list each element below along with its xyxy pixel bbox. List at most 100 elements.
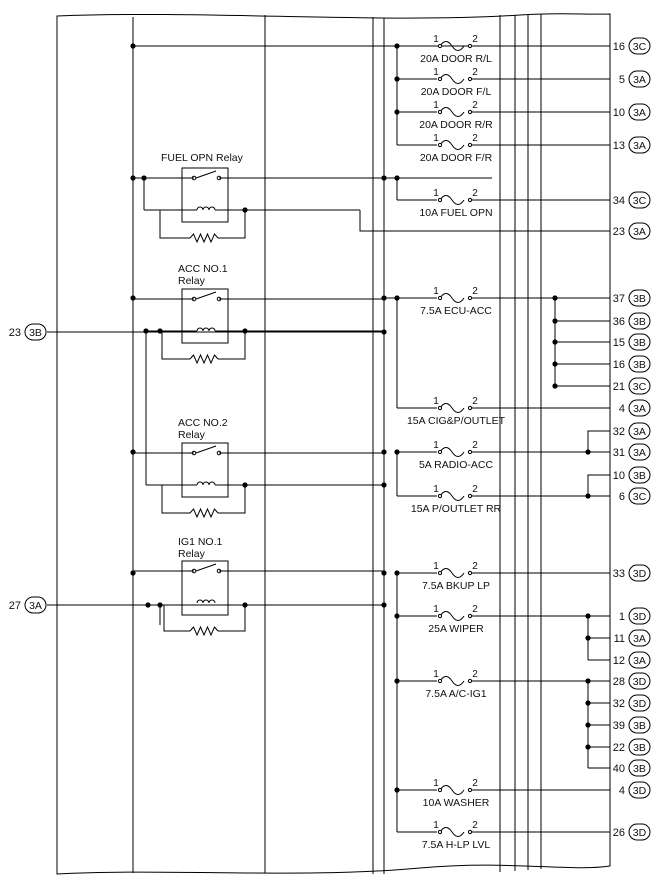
- junction-dot: [130, 449, 136, 455]
- fuse-element: [439, 611, 465, 621]
- terminal-number: 32: [613, 698, 625, 710]
- terminal-number: 10: [613, 107, 625, 119]
- connector-badge: [24, 323, 47, 341]
- fuse-pin: [437, 449, 443, 455]
- junction-dot: [585, 449, 591, 455]
- junction-dot: [130, 570, 136, 576]
- fuse-pin: [437, 570, 443, 576]
- fuse-pin: [467, 197, 473, 203]
- terminal-number: 11: [614, 633, 625, 645]
- fuse-pin: [467, 787, 473, 793]
- fuse-label: 20A DOOR R/R: [419, 119, 493, 131]
- relay-box: [181, 560, 229, 616]
- contact: [191, 175, 197, 181]
- fuse-pin-1: 1: [433, 440, 439, 451]
- terminal-number: 34: [613, 195, 625, 207]
- fuse-pin: [467, 613, 473, 619]
- connector-id: 3B: [633, 337, 646, 349]
- junction-dot: [381, 175, 387, 181]
- contact: [216, 296, 222, 302]
- fuse-pin: [437, 76, 443, 82]
- fuse-pin: [467, 493, 473, 499]
- fuse-label: 20A DOOR F/L: [421, 86, 492, 98]
- junction-dot: [552, 339, 558, 345]
- connector-id: 3D: [633, 785, 647, 797]
- connector-id: 3D: [633, 698, 647, 710]
- connector-id: 3C: [633, 41, 647, 53]
- fuse-pin-1: 1: [433, 100, 439, 111]
- fuse-pin-1: 1: [433, 188, 439, 199]
- fuse-element: [439, 491, 465, 501]
- fuse-pin-1: 1: [433, 133, 439, 144]
- fuse-label: 10A FUEL OPN: [419, 207, 492, 219]
- contact: [191, 296, 197, 302]
- fuse-pin: [437, 678, 443, 684]
- terminal-number: 23: [9, 327, 21, 339]
- fuse-pin-2: 2: [472, 34, 478, 45]
- fuse-pin-2: 2: [472, 484, 478, 495]
- wire: [587, 430, 610, 453]
- switch-arm: [195, 170, 217, 179]
- fuse-element: [439, 785, 465, 795]
- fuse-pin-2: 2: [472, 396, 478, 407]
- relay-label: IG1 NO.1: [178, 536, 223, 548]
- terminal-number: 13: [613, 140, 625, 152]
- relay-label: Relay: [178, 275, 206, 287]
- fuse-label: 7.5A H-LP LVL: [422, 839, 491, 851]
- connector-id: 3C: [633, 491, 647, 503]
- wire: [218, 210, 246, 239]
- fuse-pin-2: 2: [472, 286, 478, 297]
- right-terminal: 13 3A: [613, 136, 651, 154]
- connector-badge: [628, 312, 651, 330]
- terminal-number: 16: [613, 41, 625, 53]
- connector-id: 3A: [633, 140, 646, 152]
- junction-dot: [141, 175, 147, 181]
- terminal-number: 31: [613, 447, 625, 459]
- fuse-pin-1: 1: [433, 561, 439, 572]
- fuse-pin-1: 1: [433, 484, 439, 495]
- connector-id: 3A: [633, 403, 646, 415]
- connector-badge: [628, 738, 651, 756]
- connector-id: 3B: [633, 316, 646, 328]
- junction-dot: [130, 295, 136, 301]
- connector-id: 3A: [633, 447, 646, 459]
- resistor: [189, 625, 219, 637]
- connector-badge: [628, 759, 651, 777]
- connector-badge: [24, 596, 47, 614]
- junction-dot: [242, 328, 248, 334]
- fuse-element: [439, 676, 465, 686]
- contact: [216, 568, 222, 574]
- terminal-number: 12: [613, 655, 625, 667]
- fuse-pin: [467, 829, 473, 835]
- connector-id: 3A: [633, 633, 646, 645]
- fuse-element: [439, 293, 465, 303]
- terminal-number: 21: [613, 381, 625, 393]
- connector-id: 3B: [633, 359, 646, 371]
- fuse-element: [439, 403, 465, 413]
- junction-dot: [242, 207, 248, 213]
- connector-id: 3B: [633, 763, 646, 775]
- fuse-element: [439, 107, 465, 117]
- junction-dot: [394, 787, 400, 793]
- fuse-label: 20A DOOR F/R: [420, 152, 493, 164]
- junction-dot: [394, 295, 400, 301]
- fuse-pin: [437, 43, 443, 49]
- junction-dot: [394, 76, 400, 82]
- resistor: [189, 353, 219, 365]
- relay-label: ACC NO.2: [178, 417, 228, 429]
- connector-id: 3B: [633, 293, 646, 305]
